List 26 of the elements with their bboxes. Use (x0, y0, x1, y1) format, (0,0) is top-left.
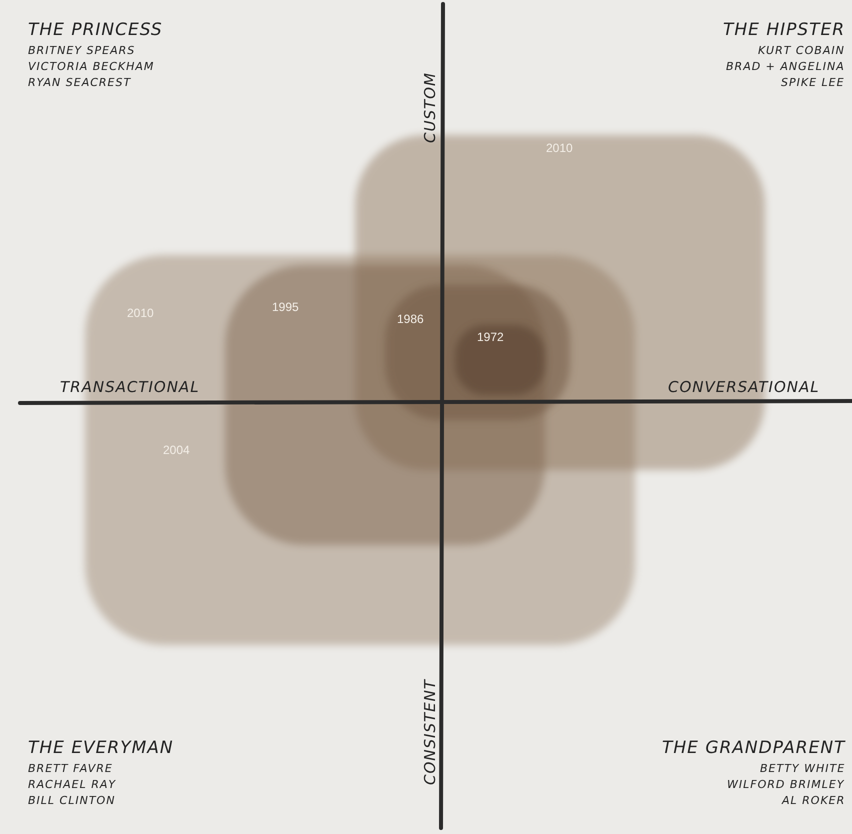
name-text: WILFORD BRIMLEY (727, 779, 845, 790)
year-label: 2010 (546, 142, 573, 154)
name-text: KURT COBAIN (758, 45, 845, 56)
quadrant-title: THE HIPSTER (723, 22, 846, 39)
axis-label: CONSISTENT (423, 679, 438, 785)
name-text: BRAD + ANGELINA (726, 61, 845, 72)
axis-label: TRANSACTIONAL (60, 380, 200, 395)
quadrant-title: THE PRINCESS (28, 22, 163, 39)
quadrant-title: THE EVERYMAN (28, 740, 174, 757)
axis-label: CUSTOM (423, 72, 438, 143)
year-label: 1995 (272, 301, 299, 313)
name-text: AL ROKER (782, 795, 846, 806)
name-text: BRETT FAVRE (28, 763, 113, 774)
axis-label: CONVERSATIONAL (668, 380, 820, 395)
year-label: 2010 (127, 307, 154, 319)
year-label: 1972 (477, 331, 504, 343)
quadrant-title: THE GRANDPARENT (662, 740, 846, 757)
name-text: SPIKE LEE (781, 77, 845, 88)
name-text: BETTY WHITE (760, 763, 846, 774)
year-label: 2004 (163, 444, 190, 456)
name-text: RYAN SEACREST (28, 77, 132, 88)
name-text: VICTORIA BECKHAM (28, 61, 154, 72)
year-label: 1986 (397, 313, 424, 325)
name-text: RACHAEL RAY (28, 779, 116, 790)
name-text: BILL CLINTON (28, 795, 116, 806)
name-text: BRITNEY SPEARS (28, 45, 136, 56)
